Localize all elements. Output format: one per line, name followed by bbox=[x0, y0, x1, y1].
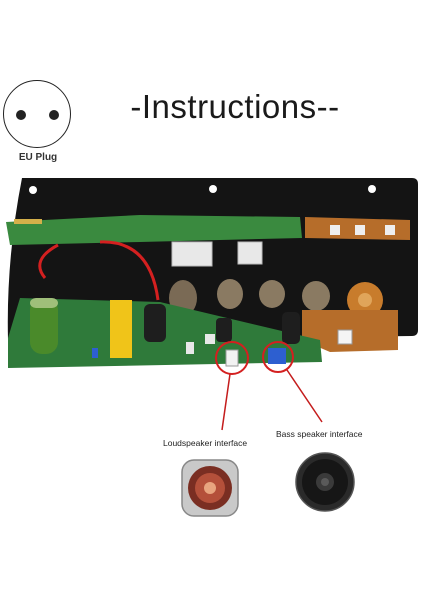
capacitor-black bbox=[144, 304, 166, 342]
woofer-center bbox=[321, 478, 329, 486]
transformer bbox=[110, 300, 132, 358]
mount-hole bbox=[209, 185, 217, 193]
bass-connector bbox=[268, 348, 286, 364]
capacitor-black bbox=[216, 318, 232, 342]
plug-pin-right bbox=[49, 110, 59, 120]
capacitor-large bbox=[30, 298, 58, 354]
small-component bbox=[92, 348, 98, 358]
rotary-knob-center bbox=[358, 293, 372, 307]
white-connector bbox=[171, 241, 213, 267]
page-title: -Instructions-- bbox=[130, 88, 340, 125]
potentiometer bbox=[259, 280, 285, 308]
red-wire bbox=[38, 240, 160, 301]
plug-pin-left bbox=[16, 110, 26, 120]
pcb-edge bbox=[14, 219, 42, 224]
white-connector bbox=[237, 241, 263, 265]
plug-label: EU Plug bbox=[18, 152, 58, 163]
bass-interface-label: Bass speaker interface bbox=[276, 429, 363, 439]
mount-hole bbox=[29, 186, 37, 194]
capacitor-top bbox=[30, 298, 58, 308]
mount-hole bbox=[368, 185, 376, 193]
loudspeaker-highlight bbox=[215, 341, 249, 375]
loudspeaker-pointer bbox=[221, 373, 231, 431]
bass-highlight bbox=[262, 341, 294, 373]
connector bbox=[355, 225, 365, 235]
amplifier-board-image bbox=[0, 170, 424, 380]
connector bbox=[330, 225, 340, 235]
small-component bbox=[205, 334, 215, 344]
loudspeaker-icon bbox=[181, 459, 239, 517]
tweeter-dome bbox=[204, 482, 216, 494]
loudspeaker-interface-label: Loudspeaker interface bbox=[163, 438, 248, 448]
amplifier-board-svg bbox=[6, 178, 419, 375]
capacitor-black bbox=[282, 312, 300, 344]
top-pcb bbox=[6, 215, 302, 245]
potentiometer bbox=[302, 281, 330, 311]
connector bbox=[337, 329, 353, 345]
loudspeaker-connector bbox=[225, 349, 239, 367]
eu-plug-icon bbox=[3, 80, 71, 148]
potentiometer bbox=[217, 279, 243, 309]
connector bbox=[385, 225, 395, 235]
bass-speaker-icon bbox=[295, 452, 355, 512]
small-component bbox=[186, 342, 194, 354]
